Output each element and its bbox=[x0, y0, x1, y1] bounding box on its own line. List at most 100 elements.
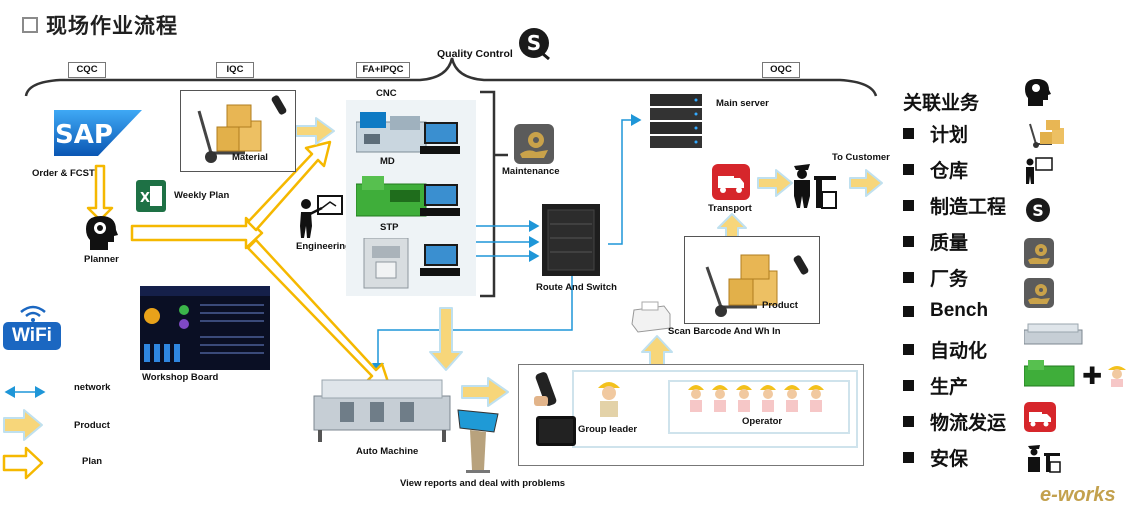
related-business-heading: 关联业务 bbox=[903, 93, 980, 114]
quality-control-label: Quality Control bbox=[437, 48, 513, 60]
md-monitor-icon bbox=[420, 122, 460, 154]
workshop-board-label: Workshop Board bbox=[142, 372, 219, 383]
weekly-plan-label: Weekly Plan bbox=[174, 190, 230, 201]
legend-plan-label: Plan bbox=[82, 456, 103, 467]
excel-icon: X bbox=[136, 180, 166, 212]
plan-arrow-down bbox=[86, 164, 114, 222]
sidebar-item-quality: 质量 bbox=[903, 228, 968, 255]
group-leader-label: Group leader bbox=[578, 424, 638, 435]
material-box bbox=[180, 90, 296, 172]
stp-machine-icon bbox=[356, 176, 427, 217]
operator-label: Operator bbox=[742, 416, 783, 427]
wifi-badge: WiFi bbox=[3, 322, 61, 350]
product-label: Product bbox=[762, 300, 798, 311]
sidebar-item-automation: 自动化 bbox=[903, 336, 987, 363]
prod-cnc-auto bbox=[429, 307, 463, 371]
tag-oqc: OQC bbox=[762, 62, 800, 78]
brain-head-icon bbox=[1025, 79, 1051, 106]
svg-text:X: X bbox=[140, 191, 150, 206]
sidebar-quality-s-icon: S bbox=[1026, 198, 1050, 222]
planner-head-icon bbox=[86, 216, 118, 250]
sidebar-item-warehouse: 仓库 bbox=[903, 156, 968, 183]
sidebar-production-machine-icon bbox=[1024, 360, 1075, 387]
quality-brace bbox=[24, 57, 878, 97]
transport-truck-icon bbox=[712, 164, 750, 200]
legend-network-label: network bbox=[74, 382, 111, 393]
switch-rack-icon bbox=[542, 204, 600, 276]
prod-auto-line bbox=[461, 377, 509, 407]
engineering-label: Engineering bbox=[296, 241, 351, 252]
planner-label: Planner bbox=[84, 254, 119, 265]
net-server bbox=[608, 114, 642, 245]
cnc-bracket bbox=[480, 90, 496, 298]
handheld-scanner-icon bbox=[534, 372, 557, 406]
material-label: Material bbox=[232, 152, 268, 163]
prod-material-cnc bbox=[295, 117, 335, 145]
production-inner-frame bbox=[572, 370, 858, 448]
page-title: 现场作业流程 bbox=[46, 15, 178, 38]
sidebar-item-logistics: 物流发运 bbox=[903, 408, 1006, 435]
sidebar-automation-machine-icon bbox=[1024, 323, 1083, 345]
prod-transport-customer bbox=[757, 169, 793, 197]
quality-s-icon: S bbox=[519, 28, 550, 60]
e-works-watermark: e-works bbox=[1040, 484, 1116, 506]
tag-iqc: IQC bbox=[216, 62, 254, 78]
maintenance-label: Maintenance bbox=[502, 166, 560, 177]
sidebar-item-security: 安保 bbox=[903, 444, 968, 471]
product-cart-icon bbox=[705, 254, 809, 317]
route-switch-label: Route And Switch bbox=[536, 282, 617, 293]
svg-text:S: S bbox=[527, 31, 541, 55]
press-monitor-icon bbox=[420, 244, 460, 276]
plan-arrow-hub bbox=[130, 216, 264, 250]
sidebar-cart-icon bbox=[1029, 120, 1064, 148]
tag-cqc: CQC bbox=[68, 62, 106, 78]
sidebar-item-manufacturing-engineering: 制造工程 bbox=[903, 192, 1006, 219]
title-bullet bbox=[22, 17, 38, 33]
sidebar-plus-icon: ✚ bbox=[1082, 363, 1103, 390]
sidebar-facilities-icon-1 bbox=[1024, 238, 1054, 268]
workshop-board bbox=[140, 286, 270, 370]
svg-text:SAP: SAP bbox=[55, 120, 113, 150]
sidebar-security-guard-icon bbox=[1028, 445, 1061, 473]
order-fcst-label: Order & FCST bbox=[32, 168, 95, 179]
product-box bbox=[684, 236, 820, 324]
net-automachine bbox=[372, 276, 573, 374]
operator-frame bbox=[668, 380, 850, 434]
cnc-label: CNC bbox=[376, 88, 397, 99]
engineering-teacher-icon bbox=[300, 195, 343, 238]
operators-icon bbox=[688, 385, 824, 412]
scan-barcode-label: Scan Barcode And Wh In bbox=[668, 326, 781, 337]
sidebar-worker-icon bbox=[1108, 366, 1126, 387]
sidebar-engineering-icon bbox=[1026, 157, 1053, 184]
sidebar-facilities-icon-2 bbox=[1024, 278, 1054, 308]
main-server-icon bbox=[650, 94, 702, 148]
sap-logo-icon: SAP bbox=[54, 110, 142, 156]
legend-product-arrow bbox=[3, 409, 43, 441]
legend-plan-arrow bbox=[2, 446, 44, 480]
sidebar-truck-icon bbox=[1024, 402, 1056, 432]
view-reports-label: View reports and deal with problems bbox=[400, 478, 566, 489]
to-customer-label: To Customer bbox=[832, 152, 890, 163]
auto-machine-label: Auto Machine bbox=[356, 446, 419, 457]
prod-product-transport bbox=[717, 213, 747, 239]
stp-label: STP bbox=[380, 222, 399, 233]
maintenance-gear-hand-icon bbox=[514, 124, 554, 164]
sidebar-item-facilities: 厂务 bbox=[903, 264, 968, 291]
auto-machine-icon bbox=[313, 379, 451, 442]
stp-monitor-icon bbox=[420, 184, 460, 216]
tablet-icon bbox=[536, 416, 576, 446]
material-cart-icon bbox=[197, 95, 287, 163]
customer-guard-icon bbox=[794, 164, 837, 209]
group-leader-icon bbox=[598, 382, 620, 417]
sidebar-item-bench: Bench bbox=[903, 300, 988, 322]
kiosk-terminal-icon bbox=[457, 409, 499, 473]
sidebar-item-production: 生产 bbox=[903, 372, 968, 399]
main-server-label: Main server bbox=[716, 98, 769, 109]
tag-fa-ipqc: FA+IPQC bbox=[356, 62, 410, 78]
plan-arrow-up bbox=[246, 140, 332, 232]
sidebar-item-plan: 计划 bbox=[903, 120, 968, 147]
press-machine-icon bbox=[363, 238, 409, 289]
transport-label: Transport bbox=[708, 203, 752, 214]
legend-product-label: Product bbox=[74, 420, 110, 431]
